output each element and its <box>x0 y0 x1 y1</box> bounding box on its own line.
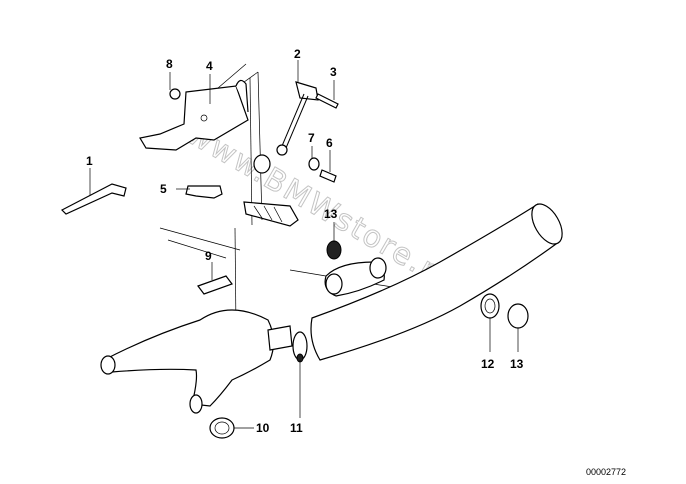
drawing-code: 00002772 <box>586 467 626 477</box>
watermark: www.BMWstore.pl <box>181 117 458 297</box>
callout-13-lower: 13 <box>510 357 524 371</box>
part-13-cap-lower <box>507 303 529 329</box>
part-4-bracket <box>139 79 249 151</box>
leader-lines <box>89 60 519 429</box>
callout-4: 4 <box>206 59 213 73</box>
part-3-bolt <box>315 93 339 109</box>
part-5-clamp <box>185 185 223 199</box>
callout-13-upper: 13 <box>324 207 338 221</box>
callout-8: 8 <box>166 57 173 71</box>
footrest <box>243 201 299 227</box>
callout-2: 2 <box>294 47 301 61</box>
part-2-linkage <box>276 81 319 156</box>
silencer <box>310 203 563 361</box>
callout-12: 12 <box>481 357 495 371</box>
part-12-grommet <box>480 293 500 319</box>
callout-7: 7 <box>308 131 315 145</box>
frame-grommet <box>253 154 271 174</box>
part-6-bolt <box>319 169 337 183</box>
callout-10: 10 <box>256 421 270 435</box>
callout-6: 6 <box>326 136 333 150</box>
callout-9: 9 <box>205 249 212 263</box>
part-11-clamp <box>292 331 308 363</box>
exhaust-y-pipe <box>100 309 293 414</box>
part-7-washer <box>308 157 320 171</box>
silencer-bracket <box>324 257 387 297</box>
part-1-hex-wrench <box>60 183 127 215</box>
callout-3: 3 <box>330 65 337 79</box>
callout-1: 1 <box>86 154 93 168</box>
part-13-grommet-upper <box>326 240 342 260</box>
callout-5: 5 <box>160 182 167 196</box>
callout-11: 11 <box>290 421 303 435</box>
part-10-clamp <box>209 417 235 439</box>
part-9-pad <box>197 275 233 295</box>
part-8-nut <box>169 88 181 100</box>
